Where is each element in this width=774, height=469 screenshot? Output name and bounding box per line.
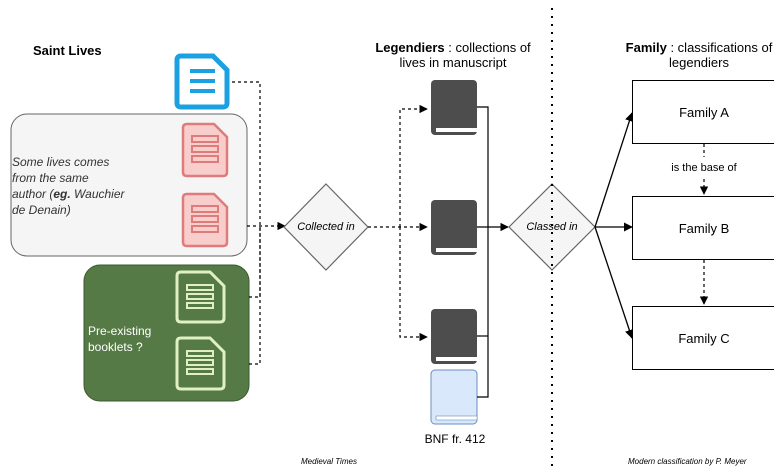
legendiers-title-rest: : collections of xyxy=(444,40,531,55)
family-b-label: Family B xyxy=(678,220,730,236)
family-title-rest: : classifications of xyxy=(666,40,773,55)
red-document-icon-2 xyxy=(181,192,229,248)
shared-author-line3-post: Wauchier xyxy=(70,187,125,201)
family-relation-label: is the base of xyxy=(640,161,768,176)
classed-in-label: Classed in xyxy=(526,221,578,233)
family-a-box: Family A xyxy=(632,80,774,144)
dashed-connectors-books xyxy=(368,104,428,342)
family-title-line2: legendiers xyxy=(669,55,729,70)
green-document-icon-1 xyxy=(175,270,226,324)
book-icon-3 xyxy=(431,309,477,364)
classification-arrows xyxy=(594,112,634,339)
collected-in-label: Collected in xyxy=(297,221,355,233)
red-document-icon-1 xyxy=(181,122,229,178)
shared-author-line1: Some lives comes xyxy=(12,155,110,169)
book-icon-2 xyxy=(431,200,477,255)
footer-medieval: Medieval Times xyxy=(301,457,357,466)
book-icon-blue xyxy=(430,369,478,425)
books-bracket xyxy=(477,106,509,398)
booklets-line1: Pre-existing xyxy=(88,324,152,338)
family-title-bold: Family xyxy=(625,40,667,55)
shared-author-line3-bold: eg. xyxy=(53,187,71,201)
legendiers-title-bold: Legendiers xyxy=(375,40,445,55)
shared-author-text: Some lives comes from the same author (e… xyxy=(12,154,172,218)
booklets-text: Pre-existing booklets ? xyxy=(88,323,178,355)
shared-author-line4: de Denain) xyxy=(12,203,71,217)
shared-author-line3-pre: author ( xyxy=(12,187,54,201)
family-a-label: Family A xyxy=(679,104,729,120)
shared-author-line2: from the same xyxy=(12,171,89,185)
dashed-connectors-left xyxy=(232,81,286,365)
manuscript-label: BNF fr. 412 xyxy=(424,432,486,446)
family-title: Family : classifications of legendiers xyxy=(616,40,774,70)
blue-document-icon xyxy=(174,53,230,110)
family-c-label: Family C xyxy=(678,330,730,346)
booklets-line2: booklets ? xyxy=(88,340,143,354)
green-document-icon-2 xyxy=(175,336,226,391)
classed-in-diamond xyxy=(508,183,596,271)
family-c-box: Family C xyxy=(632,306,774,370)
family-b-box: Family B xyxy=(632,196,774,260)
saint-lives-title: Saint Lives xyxy=(33,43,102,58)
footer-modern: Modern classification by P. Meyer xyxy=(628,457,747,466)
book-icon-1 xyxy=(431,80,477,135)
legendiers-title: Legendiers : collections of lives in man… xyxy=(340,40,566,70)
collected-in-diamond xyxy=(283,183,369,271)
legendiers-title-line2: lives in manuscript xyxy=(399,55,507,70)
